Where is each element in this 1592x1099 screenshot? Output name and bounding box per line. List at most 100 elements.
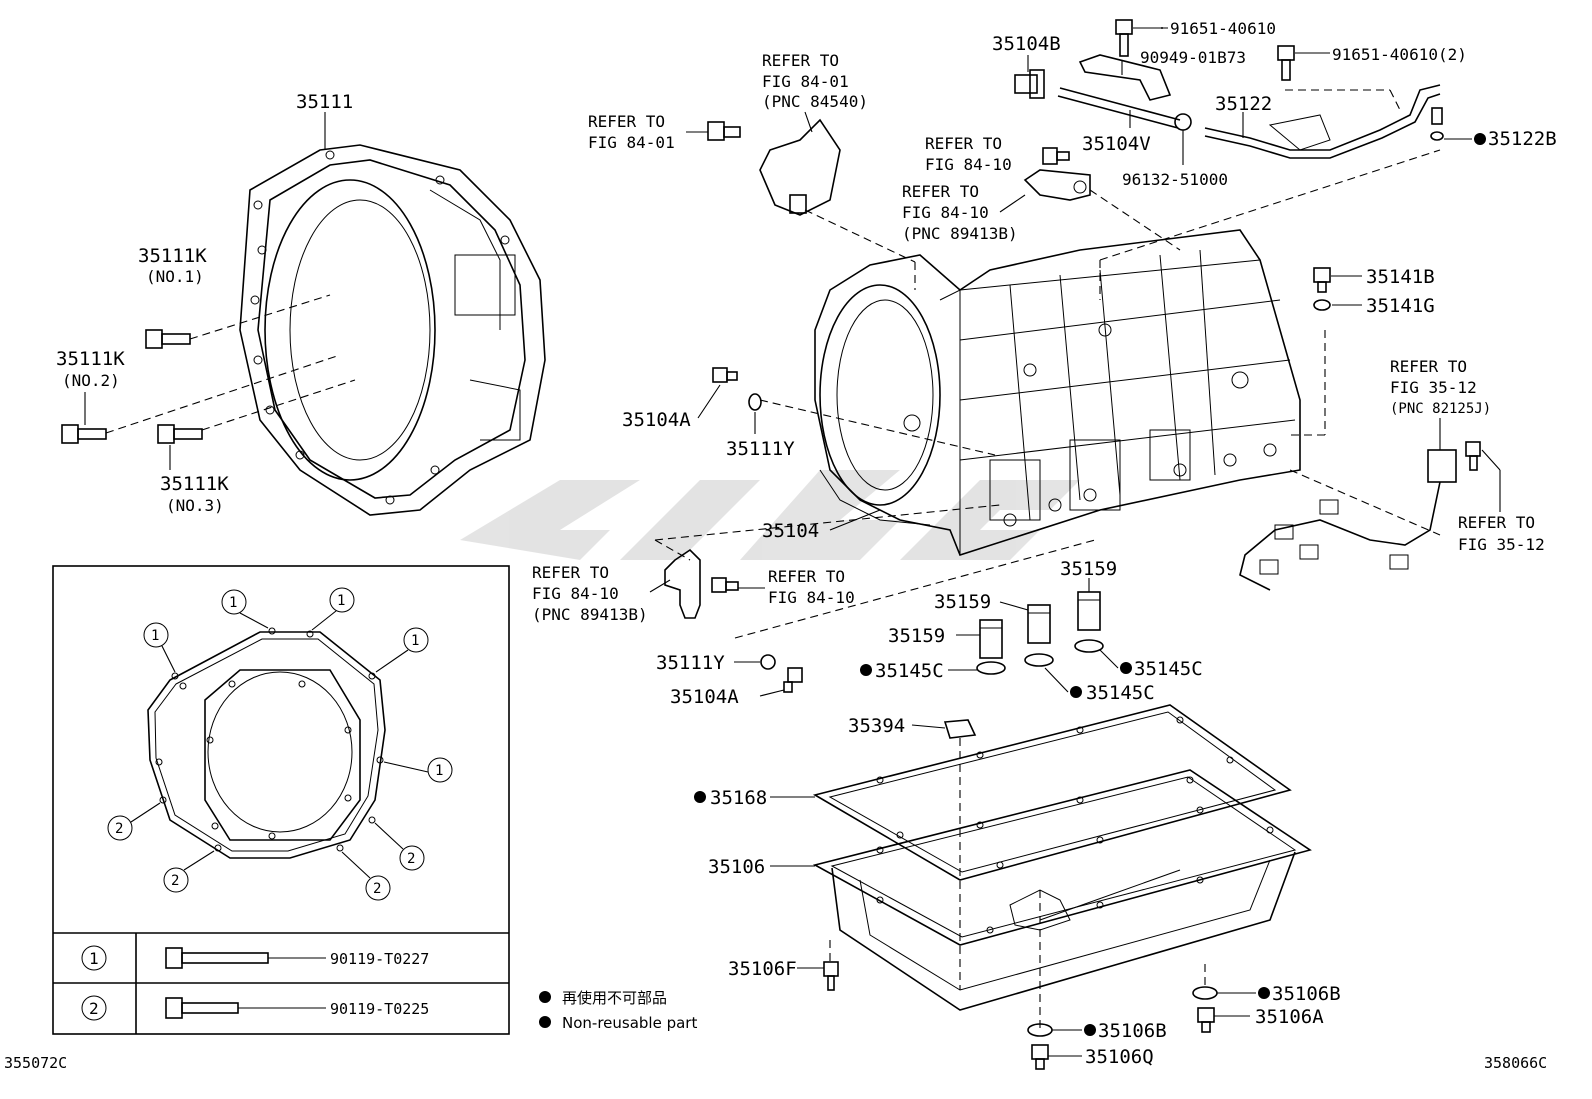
refer-to-84-10-a: REFER TO [925, 134, 1002, 153]
label-no3: (NO.3) [166, 496, 224, 515]
label-35111K-no3: 35111K [160, 473, 229, 495]
speed-sensor-top [999, 169, 1091, 213]
plug-35104A-upper [697, 367, 738, 419]
plug-35104A-lower [759, 667, 803, 697]
inset-row1-mark: 1 [89, 949, 99, 968]
label-91651-40610-2: 91651-40610(2) [1332, 45, 1467, 64]
gasket-35141G [1313, 299, 1362, 311]
bolt-pattern-inset [52, 565, 510, 1035]
transmission-case-35104 [814, 229, 1301, 556]
label-35106F: 35106F [728, 958, 797, 980]
callout-markers [107, 587, 453, 901]
label-91651-40610: 91651-40610 [1170, 19, 1276, 38]
bolt-35111K-no3 [157, 379, 356, 444]
assembly-guides [654, 89, 1441, 1028]
label-35104A-upper: 35104A [622, 409, 691, 431]
refer-to-84-10-c: REFER TO [768, 567, 845, 586]
bolt-35111K-no1 [145, 294, 331, 349]
callout-1: 1 [435, 763, 443, 779]
gasket-35145C-left [860, 664, 977, 676]
refer-to-89413B-a: REFER TO [902, 182, 979, 201]
plug-35159-left [956, 619, 1006, 675]
gasket-35106B-bottom [1027, 1023, 1096, 1037]
label-35159-right: 35159 [1060, 558, 1117, 580]
callout-1: 1 [151, 628, 159, 644]
fig-84-10-b: FIG 84-10 [902, 203, 989, 222]
label-35122B: 35122B [1488, 128, 1557, 150]
bolt-91651-40610 [1115, 19, 1168, 57]
callout-2: 2 [115, 821, 123, 837]
callout-1: 1 [337, 593, 345, 609]
fig-84-10-d: FIG 84-10 [768, 588, 855, 607]
plug-refer-84-01 [686, 121, 741, 141]
label-35168: 35168 [710, 787, 767, 809]
label-35106Q: 35106Q [1085, 1046, 1154, 1068]
plug-35159-mid [999, 601, 1054, 667]
clamp-96132-51000 [1174, 113, 1192, 165]
bell-housing-35111 [239, 112, 546, 516]
oil-cooler-tube-35122 [1204, 84, 1441, 159]
bolt-icon-row1 [165, 947, 326, 969]
label-no2: (NO.2) [62, 371, 120, 390]
bolt-91651-40610-2 [1277, 45, 1330, 81]
inset-row1-part: 90119-T0227 [330, 950, 429, 968]
plug-refer-84-10-top [1042, 147, 1070, 165]
fig-84-01-a: FIG 84-01 [762, 72, 849, 91]
inset-row2-mark: 2 [89, 999, 99, 1018]
gasket-35145C-mid [1044, 667, 1082, 698]
label-35159-left: 35159 [888, 625, 945, 647]
pnc-89413B-a: (PNC 89413B) [902, 224, 1018, 243]
label-35122: 35122 [1215, 93, 1272, 115]
gasket-35106B-right [1192, 986, 1270, 1000]
pan-gasket-35168 [694, 704, 1292, 881]
label-35104: 35104 [762, 520, 819, 542]
label-35111: 35111 [296, 91, 353, 113]
clip-90949-01B73 [1078, 54, 1172, 101]
label-35141G: 35141G [1366, 295, 1435, 317]
callout-2: 2 [171, 873, 179, 889]
speed-sensor-lower [649, 548, 765, 619]
bolt-icon-row2 [165, 997, 326, 1019]
plug-35106Q [1031, 1044, 1082, 1070]
refer-to-89413B-b: REFER TO [532, 563, 609, 582]
breather-tube-35104V [1057, 87, 1181, 129]
gasket-35145C-right [1099, 649, 1132, 674]
fig-84-01-b: FIG 84-01 [588, 133, 675, 152]
fig-35-12-a: FIG 35-12 [1390, 378, 1477, 397]
label-no1: (NO.1) [146, 267, 204, 286]
inset-row2-part: 90119-T0225 [330, 1000, 429, 1018]
pnc-82125J: (PNC 82125J) [1390, 401, 1491, 417]
label-35111K-no1: 35111K [138, 245, 207, 267]
label-35104B: 35104B [992, 33, 1061, 55]
plug-35106A [1197, 1007, 1250, 1033]
sensor-bracket-84540 [759, 111, 841, 216]
pnc-89413B-b: (PNC 89413B) [532, 605, 648, 624]
pnc-84540: (PNC 84540) [762, 92, 868, 111]
refer-to-84540: REFER TO [762, 51, 839, 70]
label-35145C-left: 35145C [875, 660, 944, 682]
label-35141B: 35141B [1366, 266, 1435, 288]
footer-left-code: 355072C [4, 1054, 67, 1072]
label-35106B-right: 35106B [1272, 983, 1341, 1005]
oring-35111Y-lower [734, 654, 776, 670]
label-35104A-lower: 35104A [670, 686, 739, 708]
callout-1: 1 [229, 595, 237, 611]
label-35111K-no2: 35111K [56, 348, 125, 370]
plug-35106F [797, 961, 839, 991]
label-35104V: 35104V [1082, 133, 1151, 155]
plug-35159-right [1074, 578, 1104, 653]
label-90949-01B73: 90949-01B73 [1140, 48, 1246, 67]
label-35145C-right: 35145C [1134, 658, 1203, 680]
wire-harness-82125J [1239, 418, 1457, 591]
refer-to-82125J: REFER TO [1390, 357, 1467, 376]
fig-84-10-c: FIG 84-10 [532, 584, 619, 603]
label-35159-mid: 35159 [934, 591, 991, 613]
callout-2: 2 [373, 881, 381, 897]
oil-pan-35106 [770, 769, 1312, 1011]
label-35394: 35394 [848, 715, 905, 737]
plug-35141B [1313, 267, 1362, 293]
label-35145C-mid: 35145C [1086, 682, 1155, 704]
label-35111Y-lower: 35111Y [656, 652, 725, 674]
